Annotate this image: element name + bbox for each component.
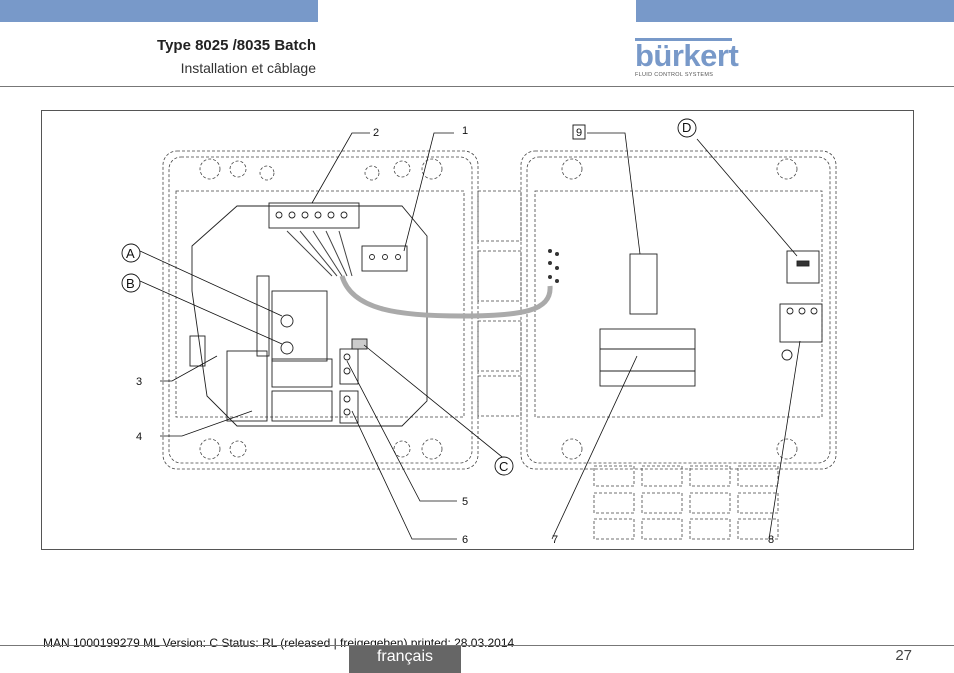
language-tab: français (349, 646, 461, 673)
callout-2: 2 (373, 127, 379, 139)
wiring-diagram: 2 1 9 D A B C 3 4 5 6 7 8 (41, 110, 914, 550)
right-enclosure (520, 150, 837, 470)
terminal-block-8 (779, 303, 823, 343)
terminal-block-2 (268, 202, 360, 229)
relay-4 (226, 350, 268, 422)
terminal-block-7 (599, 328, 696, 387)
callout-1: 1 (462, 125, 468, 137)
potentiometer-A (280, 314, 294, 328)
ground-icon (781, 349, 793, 361)
doc-subtitle: Installation et câblage (180, 60, 316, 76)
terminal-block-1 (361, 245, 408, 272)
callout-9: 9 (576, 127, 582, 139)
burkert-logo: bürkert FLUID CONTROL SYSTEMS (635, 38, 739, 78)
page-number: 27 (895, 647, 912, 664)
doc-title: Type 8025 /8035 Batch (157, 37, 316, 54)
callout-A: A (126, 246, 135, 261)
circuit-board (191, 205, 428, 427)
header-divider (0, 86, 954, 87)
callout-4: 4 (136, 431, 142, 443)
cable (339, 275, 553, 319)
callout-D: D (682, 120, 691, 135)
connector-9 (629, 253, 658, 315)
callout-C: C (499, 459, 508, 474)
callout-3: 3 (136, 376, 142, 388)
potentiometer-B (280, 341, 294, 355)
callout-7: 7 (552, 534, 558, 546)
logo-text: bürkert (635, 38, 739, 73)
connector-3 (189, 335, 206, 367)
callout-6: 6 (462, 534, 468, 546)
callout-5: 5 (462, 496, 468, 508)
header-band-right (636, 0, 954, 22)
footer-divider (0, 645, 954, 646)
header-band-left (0, 0, 318, 22)
switch-D (786, 250, 820, 284)
callout-8: 8 (768, 534, 774, 546)
diagram-svg: 2 1 9 D A B C 3 4 5 6 7 8 (121, 118, 837, 546)
logo-sub: FLUID CONTROL SYSTEMS (635, 72, 714, 78)
callout-B: B (126, 276, 135, 291)
switch-C (351, 338, 368, 350)
